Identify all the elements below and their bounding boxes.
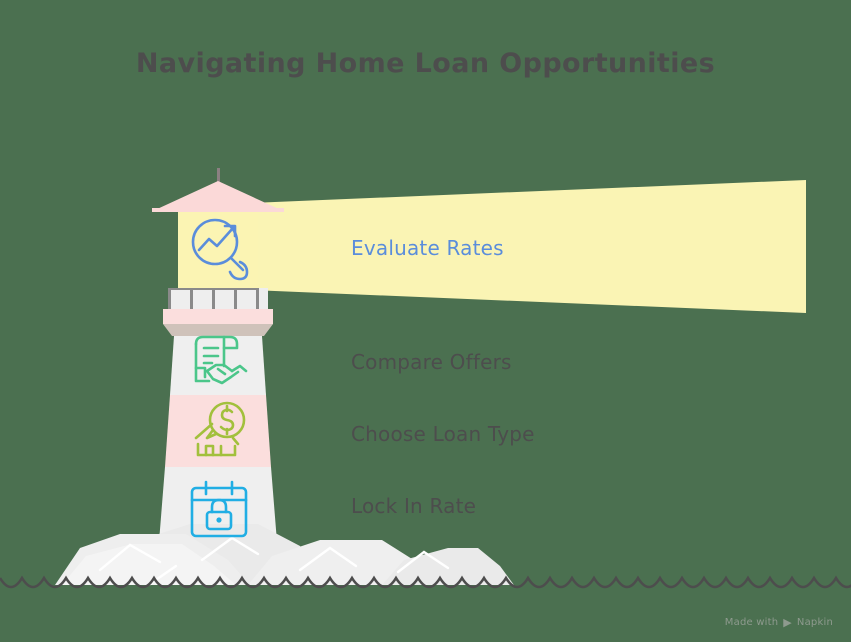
rock-base [55,524,514,586]
water-waves [0,575,851,589]
gallery-band [163,309,273,324]
step-label-choose-loan-type: Choose Loan Type [351,422,535,446]
watermark-brand-name: Napkin [796,617,833,628]
roof-base-trim [152,208,284,212]
step-label-lock-in-rate: Lock In Rate [351,494,477,518]
gallery-railing-deck [168,288,268,310]
light-beam [250,180,806,313]
page-title: Navigating Home Loan Opportunities [135,48,716,79]
napkin-logo-icon: ▶ [783,616,792,629]
napkin-watermark: Made with ▶ Napkin [725,617,833,628]
watermark-made-with-text: Made with [724,617,779,628]
house-dollar-bubble-icon [194,401,246,457]
tower-band-choose-loan-type [165,395,271,467]
gallery-railing-posts [168,288,259,310]
rock-highlights [98,536,450,586]
step-label-evaluate-rates: Evaluate Rates [351,236,504,260]
step-label-compare-offers: Compare Offers [351,350,512,374]
calendar-lock-icon [190,480,248,538]
document-handshake-icon [194,335,248,385]
gallery-corbel [163,324,273,336]
lighthouse-roof [155,181,281,210]
magnifier-trending-up-icon [191,218,249,281]
tower-band-lock-in-rate [159,467,277,542]
